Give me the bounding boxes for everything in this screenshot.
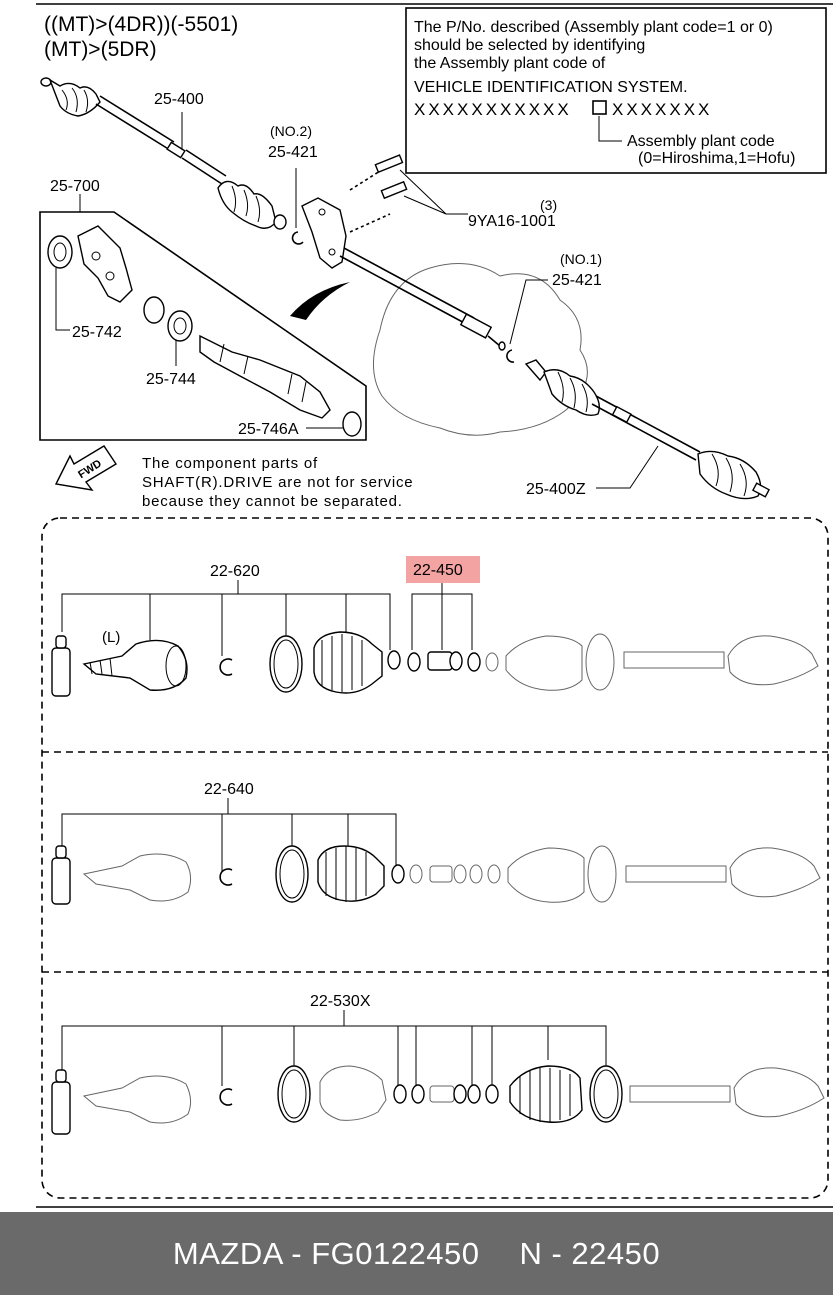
callout-bolt: 9YA16-1001 [468, 213, 556, 230]
callout-inset: 25-700 [50, 178, 100, 195]
panel1-highlight-label: 22-450 [413, 562, 463, 579]
fwd-arrow: FWD [54, 445, 117, 491]
plant-code-box [592, 100, 607, 115]
inner-shaft [199, 334, 331, 419]
callout-clip-no1-tag: (NO.1) [560, 251, 602, 267]
note-line-3: because they cannot be separated. [142, 493, 403, 510]
footer-ref-number: N - 22450 [519, 1235, 661, 1271]
vin-left: XXXXXXXXXXX [414, 100, 572, 119]
callout-shaft-right: 25-400Z [526, 481, 586, 498]
kit-panel-3: 22-530X [51, 993, 825, 1135]
panel1-highlight-box [406, 556, 480, 583]
parts-diagram: ((MT)>(4DR))(-5501) (MT)>(5DR) The P/No.… [36, 3, 833, 1208]
notice-line-2: should be selected by identifying [414, 37, 645, 54]
callout-bearing: 25-744 [146, 371, 196, 388]
bearing-bracket: (3) 9YA16-1001 [301, 154, 557, 269]
kit-panel-1: 22-620 22-450 (L) [51, 556, 819, 697]
callout-inner-shaft: 25-746A [238, 421, 299, 438]
panel1-label: 22-620 [210, 563, 260, 580]
notice-line-4: VEHICLE IDENTIFICATION SYSTEM. [414, 79, 688, 96]
drive-shaft-left: 25-400 [40, 77, 287, 230]
assembly-arrow [290, 282, 350, 320]
note-line-2: SHAFT(R).DRIVE are not for service [142, 474, 413, 491]
transmission-outline [372, 263, 588, 436]
dust-seal [143, 296, 165, 324]
callout-seal: 25-742 [72, 324, 122, 341]
panel2-label: 22-640 [204, 781, 254, 798]
drive-shaft-right: 25-400Z [524, 359, 771, 500]
callout-clip-no1: 25-421 [552, 272, 602, 289]
inset-25-700: 25-700 25-742 25-744 25-746A [39, 178, 367, 441]
bearing [167, 310, 193, 342]
callout-bolt-qty: (3) [540, 197, 557, 213]
notice-line-1: The P/No. described (Assembly plant code… [414, 19, 773, 36]
callout-clip-no2: 25-421 [268, 144, 318, 161]
plant-code-label: Assembly plant code [627, 133, 775, 150]
footer-part-number: MAZDA - FG0122450 [172, 1235, 480, 1271]
panel1-side-label: (L) [102, 629, 120, 646]
intermediate-shaft [339, 247, 506, 351]
callout-clip-no2-tag: (NO.2) [270, 123, 312, 139]
oil-seal [47, 235, 73, 269]
title-line-2: (MT)>(5DR) [44, 38, 157, 61]
footer-bar: MAZDA - FG0122450 N - 22450 [0, 1212, 833, 1295]
notice-line-3: the Assembly plant code of [414, 55, 606, 72]
note-line-1: The component parts of [142, 455, 318, 472]
plant-code-values: (0=Hiroshima,1=Hofu) [638, 150, 795, 167]
clip-no1: (NO.1) 25-421 [506, 251, 602, 363]
title-line-1: ((MT)>(4DR))(-5501) [44, 13, 238, 36]
clip-no2: (NO.2) 25-421 [268, 123, 318, 245]
callout-shaft-left: 25-400 [154, 91, 204, 108]
kit-frame [41, 517, 829, 1199]
notice-box: The P/No. described (Assembly plant code… [405, 7, 827, 174]
vin-right: XXXXXXX [612, 100, 712, 119]
panel3-label: 22-530X [310, 993, 371, 1010]
kit-panel-2: 22-640 [51, 781, 821, 905]
